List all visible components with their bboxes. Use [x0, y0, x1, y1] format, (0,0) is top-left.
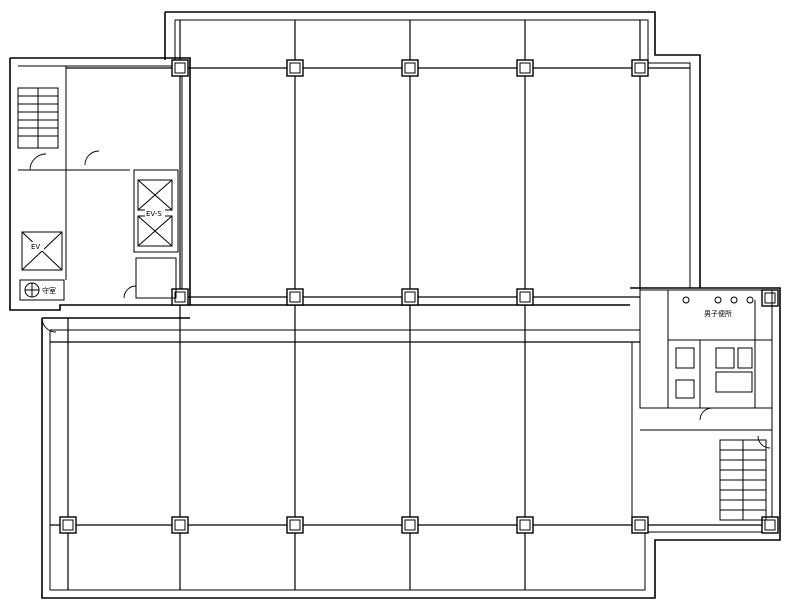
upper-block-outline — [165, 11, 701, 288]
ev-label: EV — [31, 243, 40, 251]
columns — [59, 59, 779, 534]
structural-column-core — [519, 519, 531, 531]
toilet-stall — [675, 379, 695, 399]
structural-column-core — [404, 519, 416, 531]
toilet-stall — [715, 371, 753, 393]
structural-column — [171, 59, 189, 77]
structural-column-core — [404, 62, 416, 74]
structural-column — [286, 288, 304, 306]
door-swing-5 — [699, 407, 713, 421]
upper-block-inner-outline — [175, 19, 691, 288]
structural-column-core — [519, 291, 531, 303]
door-swing-3 — [123, 285, 137, 299]
structural-column — [631, 59, 649, 77]
elevator-ev — [21, 231, 63, 271]
structural-column — [401, 516, 419, 534]
structural-column-core — [62, 519, 74, 531]
structural-column-core — [174, 519, 186, 531]
restroom-block — [639, 289, 773, 409]
core-inner-outline — [18, 65, 183, 298]
structural-column — [761, 289, 779, 307]
door-swing-4 — [41, 317, 57, 333]
structural-column — [761, 516, 779, 534]
right-core: 男子便所 — [631, 289, 773, 521]
structural-column — [631, 516, 649, 534]
structural-column — [171, 516, 189, 534]
ev-s-label: EV-S — [146, 210, 162, 218]
urinals — [682, 296, 754, 304]
stair-right-treads — [720, 440, 766, 520]
structural-column — [286, 59, 304, 77]
structural-column — [401, 59, 419, 77]
restroom-label: 男子便所 — [704, 309, 732, 318]
lower-block-inner-outline — [49, 296, 773, 591]
structural-column-core — [289, 62, 301, 74]
exterior-walls — [9, 11, 781, 599]
structural-column — [516, 516, 534, 534]
door-swing-2 — [84, 150, 100, 166]
structural-column-core — [634, 519, 646, 531]
urinal-icon — [746, 296, 754, 304]
guard-room-label: 守室 — [42, 286, 56, 295]
structural-column — [59, 516, 77, 534]
door-swing-6 — [757, 435, 771, 449]
toilet-stall — [675, 347, 695, 369]
structural-column — [401, 288, 419, 306]
structural-column — [516, 288, 534, 306]
urinal-icon — [682, 296, 690, 304]
left-core: EV 守室 EV-S — [17, 66, 179, 333]
urinal-icon — [730, 296, 738, 304]
structural-column-core — [289, 291, 301, 303]
elevator-core — [133, 169, 179, 253]
structural-column-core — [519, 62, 531, 74]
toilets — [675, 347, 753, 399]
structural-column-core — [764, 519, 776, 531]
toilet-stall — [715, 347, 735, 369]
guard-room — [19, 279, 65, 301]
door-swing-1 — [29, 153, 47, 171]
toilet-stall — [737, 347, 753, 369]
structural-column-core — [634, 62, 646, 74]
structural-column-core — [764, 292, 776, 304]
shaft-room — [135, 257, 177, 299]
core-outline — [9, 57, 191, 311]
structural-column-core — [289, 519, 301, 531]
lower-block-outline — [41, 287, 781, 599]
structural-column-core — [404, 291, 416, 303]
structural-column — [516, 59, 534, 77]
urinal-icon — [714, 296, 722, 304]
structural-column — [171, 288, 189, 306]
structural-column — [286, 516, 304, 534]
structural-column-core — [174, 291, 186, 303]
structural-column-core — [174, 62, 186, 74]
stair-left-treads — [18, 88, 58, 148]
